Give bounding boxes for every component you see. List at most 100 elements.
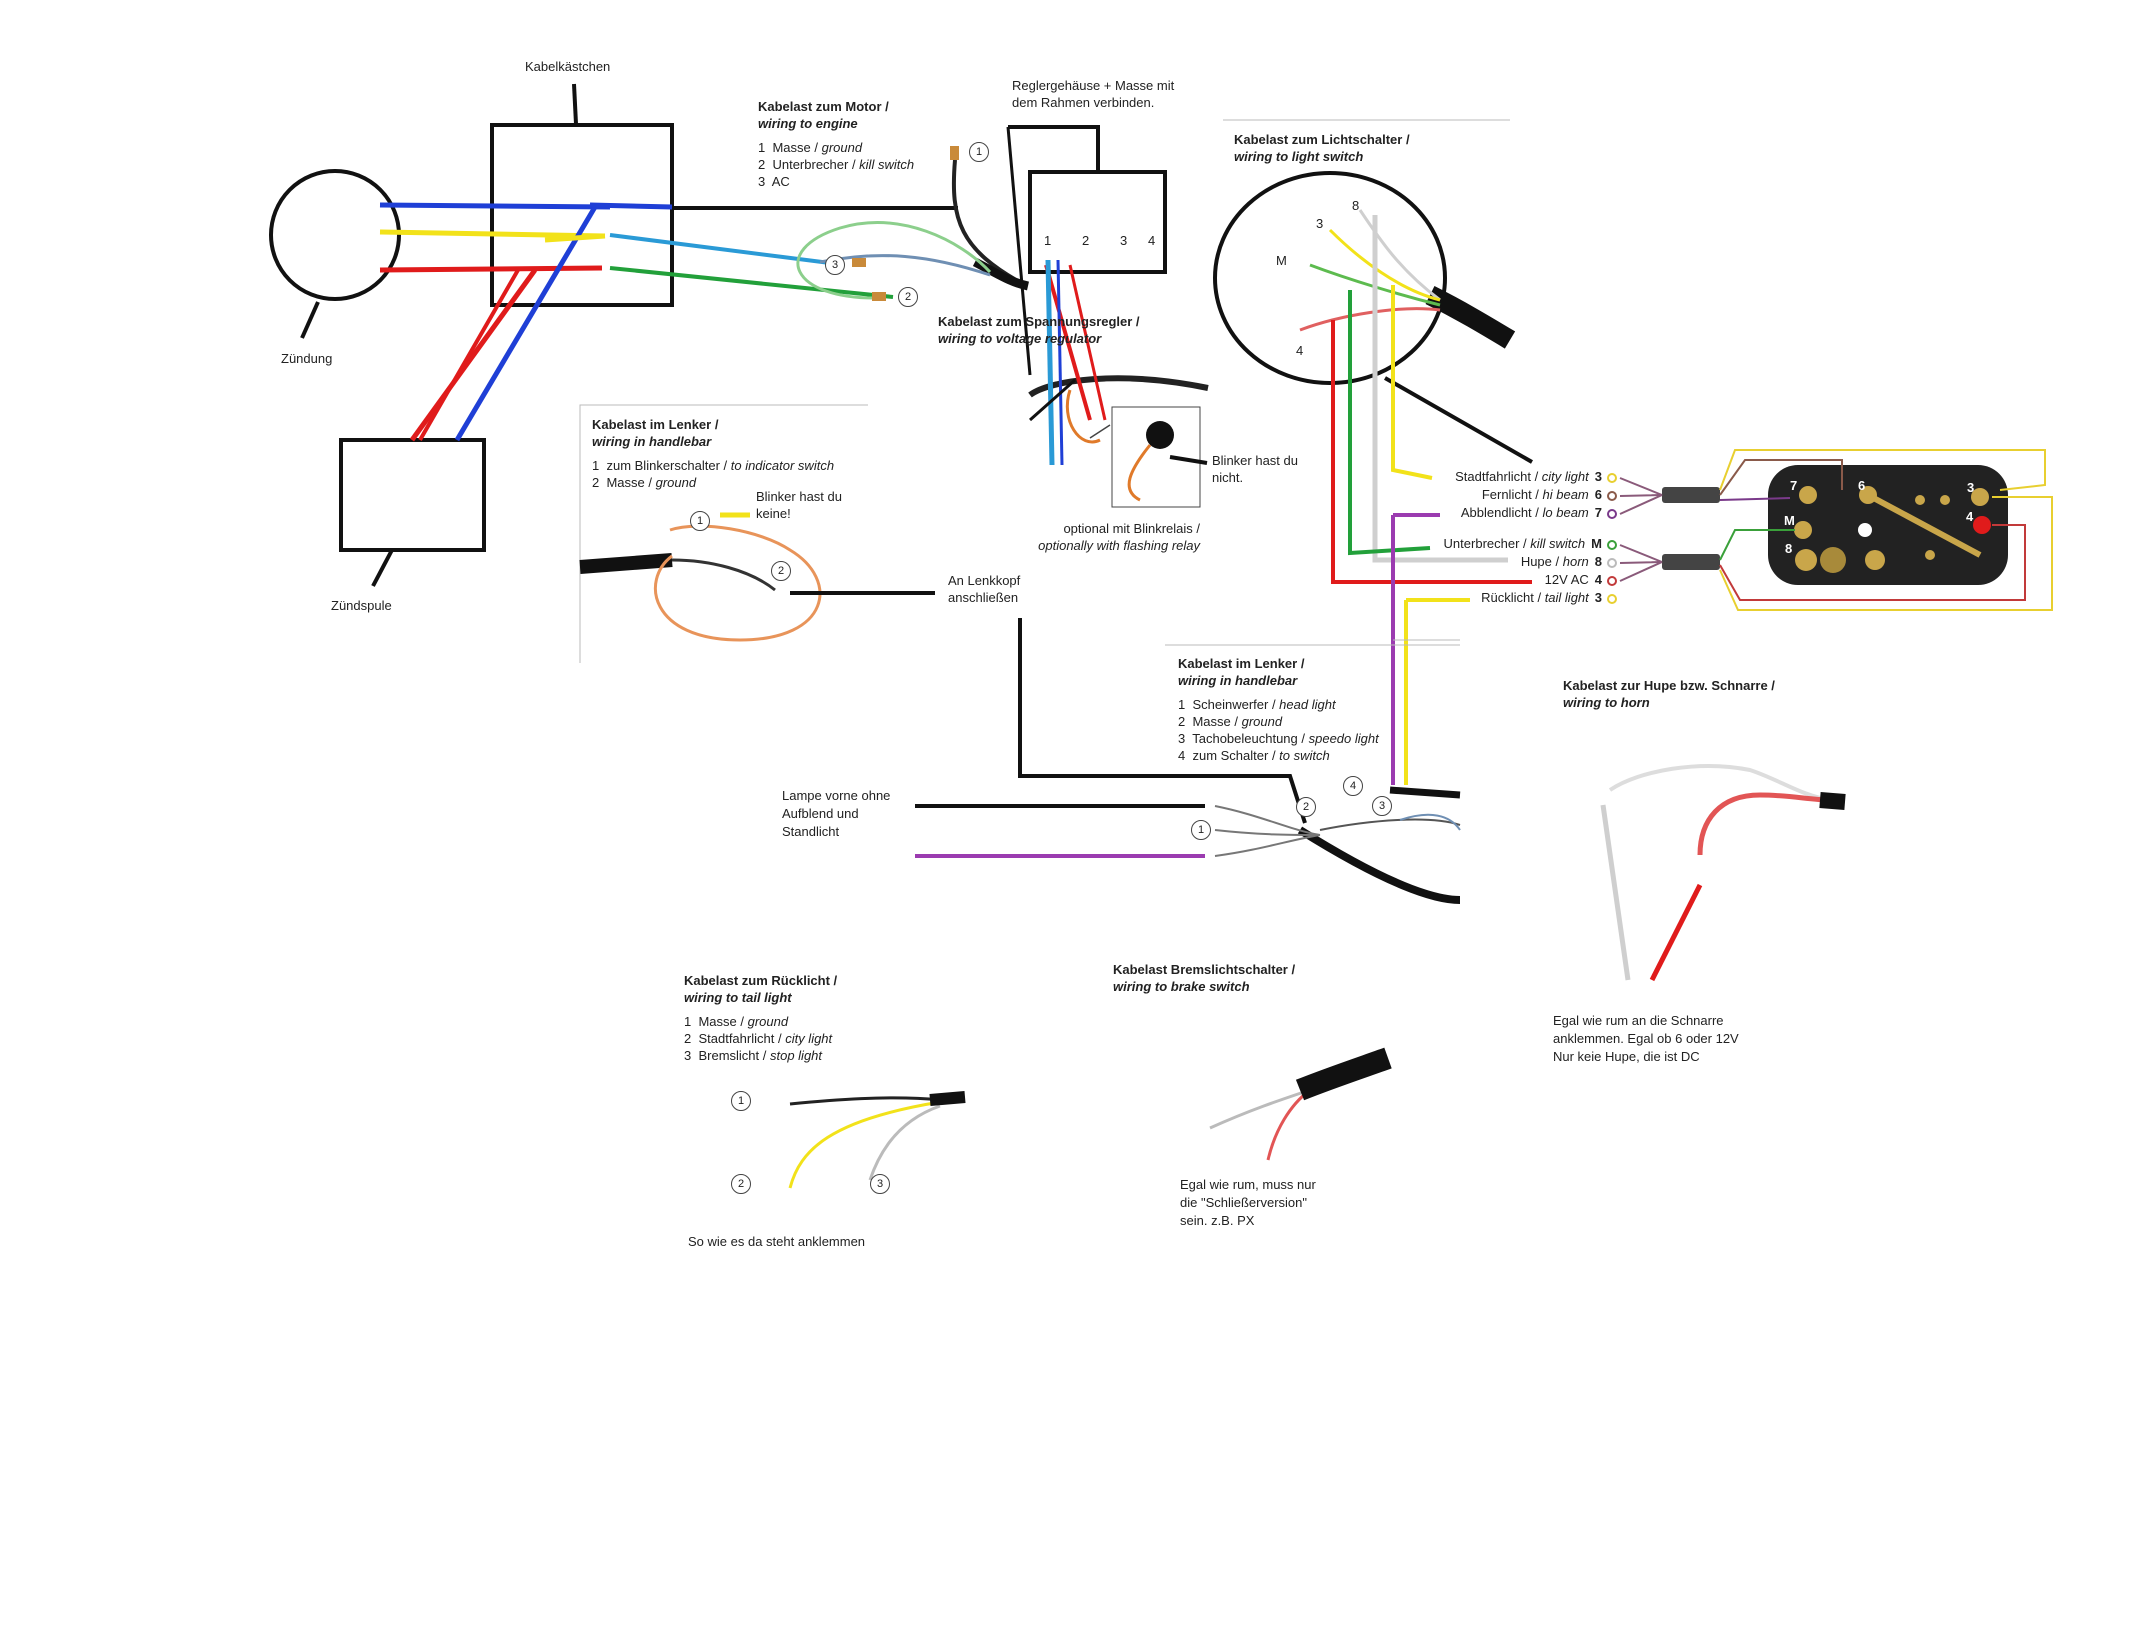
cable-box-pointer [572, 83, 578, 125]
route-red [1331, 320, 1532, 584]
regulator-note-line1: Reglergehäuse + Masse mit [1012, 78, 1175, 93]
flasher-relay-box [1111, 406, 1201, 508]
sw-wire-purple [1719, 497, 1791, 501]
regulator-wire-orange [1065, 389, 1101, 444]
wire-blue-1 [379, 202, 611, 210]
label-dot-3 [1607, 509, 1617, 519]
sw-wire-brown [1719, 459, 1843, 496]
tail-section [788, 1091, 966, 1189]
regulator-terminal-1: 1 [1044, 233, 1052, 248]
engine-item-2: 2 Unterbrecher / kill switch [758, 157, 915, 172]
sw-term-center [1820, 547, 1846, 573]
regulator-box [1028, 170, 1167, 274]
coil-pointer [371, 549, 394, 587]
tail-marker-2: 2 [731, 1174, 751, 1194]
flasher-relay-wire [1127, 444, 1152, 502]
sw-wire-red [1719, 524, 2026, 601]
regulator-subtitle: wiring to voltage regulator [938, 331, 1102, 346]
route-green [1348, 290, 1431, 556]
horn-red-line [1649, 883, 1703, 982]
sw-term-s3 [1925, 550, 1935, 560]
sw-term-6 [1859, 486, 1877, 504]
horn-red-wire [1697, 792, 1831, 856]
brake-title: Kabelast Bremslichtschalter / [1113, 962, 1296, 977]
ls-pointer [1384, 376, 1533, 464]
brake-cable [1295, 1047, 1392, 1101]
ls-wire-red [1299, 307, 1441, 332]
switch-body-label-6: 6 [1858, 478, 1866, 493]
ls-wire-white [1358, 209, 1441, 302]
handlebar-small-subtitle: wiring in handlebar [592, 434, 712, 449]
regulator-wire-red [1044, 264, 1092, 421]
sw-term-3 [1971, 488, 1989, 506]
cable-box-label: Kabelkästchen [525, 59, 611, 74]
lenkkopf-line2: anschließen [948, 590, 1019, 605]
handlebar-small-marker-2: 2 [771, 561, 791, 581]
handlebar-big-item-1: 1 Scheinwerfer / head light [1178, 697, 1336, 712]
horn-section [1600, 764, 1846, 982]
light-switch-title: Kabelast zum Lichtschalter / [1234, 132, 1410, 147]
switch-body-label-4: 4 [1966, 509, 1974, 524]
light-switch-circle [1213, 171, 1447, 385]
engine-marker-1: 1 [969, 142, 989, 162]
horn-note-line3: Nur keie Hupe, die ist DC [1553, 1049, 1700, 1064]
flasher-pointer [1169, 455, 1208, 465]
engine-green-wire [796, 221, 992, 300]
label-dot-1 [1607, 473, 1617, 483]
ls-wire-label-8: 8 [1352, 198, 1360, 213]
ls-wire-label-M: M [1276, 253, 1287, 268]
relay-note-line2: optionally with flashing relay [1038, 538, 1200, 553]
blinker-note-line1: Blinker hast du [1212, 453, 1298, 468]
tail-item-1: 1 Masse / ground [684, 1014, 789, 1029]
label-dot-4 [1607, 540, 1617, 550]
brake-subtitle: wiring to brake switch [1113, 979, 1250, 994]
regulator-terminal-2: 2 [1082, 233, 1090, 248]
terminal-block-top [1662, 487, 1720, 503]
wire-green-out [609, 266, 894, 299]
wire-red-diag [409, 268, 538, 442]
handlebar-small-item-2: 2 Masse / ground [592, 475, 697, 490]
label-dot-5 [1607, 558, 1617, 568]
engine-cable-end [972, 258, 1030, 291]
regulator-wire-blue-2 [1056, 259, 1064, 466]
sw-term-M [1794, 521, 1812, 539]
switch-body-label-M: M [1784, 513, 1795, 528]
brake-grey-wire [1209, 1088, 1311, 1130]
handlebar-big-cable-top [1389, 786, 1461, 799]
handlebar-big-upper [1319, 818, 1461, 831]
relay-arrow [1089, 424, 1111, 439]
handlebar-big-title: Kabelast im Lenker / [1178, 656, 1305, 671]
horn-note-line2: anklemmen. Egal ob 6 oder 12V [1553, 1031, 1739, 1046]
ignition-section [269, 83, 958, 587]
wire-lightblue-out [609, 233, 831, 265]
engine-marker-2: 2 [898, 287, 918, 307]
handlebar-small-item-1: 1 zum Blinkerschalter / to indicator swi… [592, 458, 835, 473]
wire-red-1 [379, 265, 603, 273]
lampe-line2: Aufblend und [782, 806, 859, 821]
engine-marker-3: 3 [825, 255, 845, 275]
handlebar-big-marker-3: 3 [1372, 796, 1392, 816]
wire-blue-diag [454, 205, 598, 442]
ls-wire-label-3: 3 [1316, 216, 1324, 231]
handlebar-big-marker-2: 2 [1296, 797, 1316, 817]
regulator-ground-line [1006, 126, 1032, 376]
regulator-wire-blue [1045, 259, 1055, 466]
sw-wire-yellow-top [1719, 449, 2046, 491]
handlebar-big-marker-1: 1 [1191, 820, 1211, 840]
blinker-keine-line1: Blinker hast du [756, 489, 842, 504]
route-grey [1372, 215, 1508, 563]
brake-note-line2: die "Schließerversion" [1180, 1195, 1308, 1210]
switch-body-diagram [1607, 449, 2053, 611]
light-switch-subtitle: wiring to light switch [1234, 149, 1364, 164]
handlebar-small-title: Kabelast im Lenker / [592, 417, 719, 432]
wire-yellow-diag [544, 233, 606, 243]
label-dot-6 [1607, 576, 1617, 586]
tail-item-2: 2 Stadtfahrlicht / city light [684, 1031, 833, 1046]
sw-term-8 [1795, 549, 1817, 571]
ignition-pointer [300, 301, 320, 339]
switch-body-label-7: 7 [1790, 478, 1798, 493]
blinker-note-line2: nicht. [1212, 470, 1244, 485]
sw-term-7 [1799, 486, 1817, 504]
